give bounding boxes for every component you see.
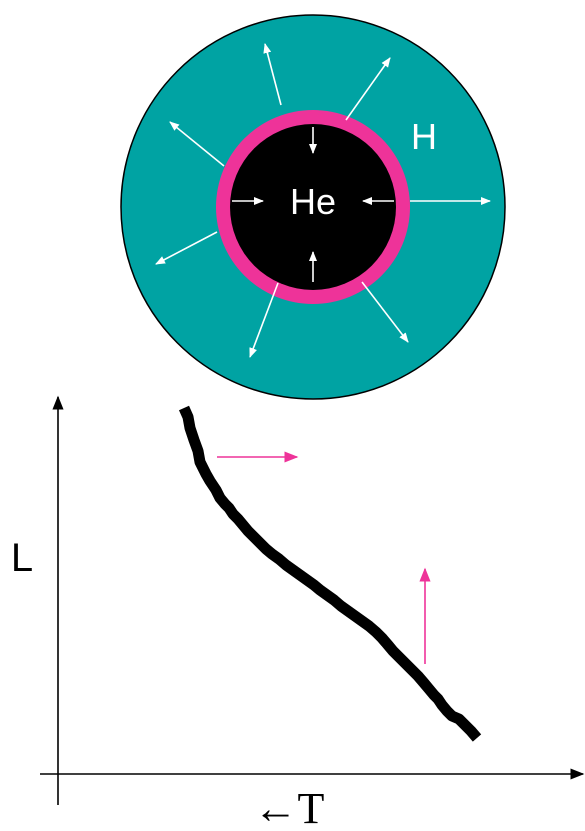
expansion-arrow: [263, 43, 282, 106]
y-axis-label: L: [11, 536, 33, 580]
helium-core: [230, 124, 396, 290]
expansion-arrow: [345, 57, 391, 121]
expansion-arrow: [155, 231, 218, 265]
expansion-arrow: [169, 121, 225, 167]
envelope-expansion-arrows: [155, 43, 491, 358]
x-axis-label: ←T: [254, 784, 325, 831]
core-contraction-arrows: [232, 127, 394, 282]
luminosity-temperature-graph: L ←T: [11, 395, 585, 831]
expansion-arrow: [249, 282, 279, 358]
expansion-arrow: [361, 281, 409, 343]
evolutionary-track: [178, 405, 482, 742]
star-cross-section: He H: [120, 14, 506, 400]
core-label: He: [290, 181, 336, 222]
envelope-label: H: [411, 116, 437, 157]
